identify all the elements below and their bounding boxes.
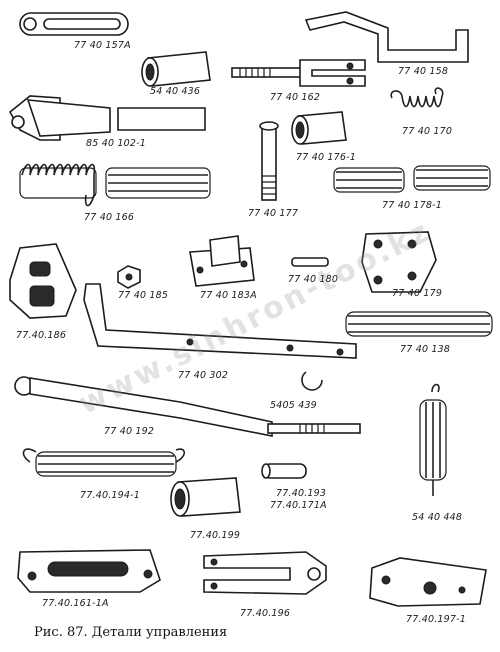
- label-170: 77 40 170: [402, 126, 453, 137]
- label-196: 77.40.196: [240, 608, 291, 619]
- label-158: 77 40 158: [398, 66, 449, 77]
- part-ring-439: [301, 371, 323, 391]
- label-185: 77 40 185: [118, 290, 169, 301]
- part-nut-185: [117, 265, 141, 289]
- figure-caption: Рис. 87. Детали управления: [34, 625, 228, 640]
- part-link-157a: [19, 12, 129, 36]
- label-436: 54 40 436: [150, 86, 201, 97]
- label-180: 77 40 180: [288, 274, 339, 285]
- part-plate-179: [361, 231, 437, 293]
- label-157a: 77 40 157А: [74, 40, 131, 51]
- part-rod-192: [14, 376, 361, 437]
- label-177: 77 40 177: [248, 208, 299, 219]
- label-166: 77 40 166: [84, 212, 135, 223]
- part-bracket-186: [9, 243, 77, 319]
- label-138: 77 40 138: [400, 344, 451, 355]
- part-bushing-436: [141, 51, 211, 87]
- part-springs-178: [333, 165, 491, 193]
- label-439: 5405 439: [270, 400, 317, 411]
- part-sleeve-199: [170, 477, 241, 517]
- part-bracket-158: [304, 11, 469, 63]
- label-186: 77.40.186: [16, 330, 67, 341]
- part-clamp-183a: [189, 235, 255, 287]
- label-179: 77 40 179: [392, 288, 443, 299]
- part-fork-196: [203, 551, 327, 595]
- part-spring-194: [22, 448, 186, 477]
- part-spring-138: [345, 311, 493, 337]
- label-192: 77 40 192: [104, 426, 155, 437]
- part-pin-180: [291, 257, 329, 267]
- label-102: 85 40 102-1: [86, 138, 147, 149]
- label-178: 77 40 178-1: [382, 200, 443, 211]
- label-199: 77.40.199: [190, 530, 241, 541]
- label-161: 77.40.161-1А: [42, 598, 109, 609]
- label-302: 77 40 302: [178, 370, 229, 381]
- label-183a: 77 40 183А: [200, 290, 257, 301]
- label-194: 77.40.194-1: [80, 490, 141, 501]
- part-lever-102: [8, 95, 206, 141]
- part-pin-193: [261, 463, 307, 479]
- label-448: 54 40 448: [412, 512, 463, 523]
- part-springs-166: [19, 163, 211, 207]
- part-spring-448: [419, 383, 447, 496]
- part-plate-197: [369, 557, 487, 607]
- part-shackle-161: [17, 549, 161, 593]
- part-sleeve-176: [291, 111, 347, 145]
- part-spring-170: [390, 87, 444, 108]
- label-193: 77.40.193: [276, 488, 327, 499]
- part-lever-302: [83, 283, 357, 359]
- label-162: 77 40 162: [270, 92, 321, 103]
- label-197: 77.40.197-1: [406, 614, 467, 625]
- label-171a: 77.40.171А: [270, 500, 327, 511]
- label-176: 77 40 176-1: [296, 152, 357, 163]
- part-pin-177: [259, 121, 279, 201]
- part-fork-rod-162: [231, 59, 366, 87]
